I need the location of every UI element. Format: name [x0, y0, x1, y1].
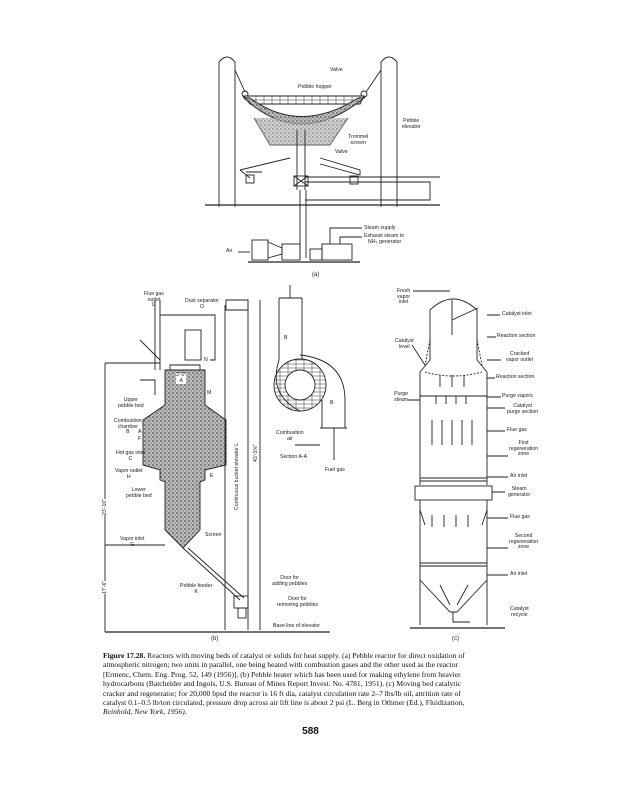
label-section-b1: B: [284, 335, 288, 341]
figure-a-sublabel: (a): [312, 272, 320, 278]
label-bucket-elevator: Continuous bucket elevator L: [234, 442, 240, 510]
label-flue-gas-1: Flue gas: [507, 427, 527, 433]
label-f: F: [138, 436, 142, 442]
label-steam-supply: Steam supply: [364, 225, 396, 231]
label-dimension-a: 3'-0"A: [176, 372, 187, 385]
label-reaction-section-2: Reaction section: [496, 374, 535, 380]
caption-line: catalyst 0.1–0.5 lb/ton circulated, pres…: [103, 698, 465, 708]
figure-a-pebble-reactor: [205, 56, 440, 263]
label-n: N: [204, 357, 208, 363]
label-purge-vapors: Purge vapors: [502, 393, 533, 399]
label-flue-gas-2: Flue gas: [510, 514, 530, 520]
caption-line: Figure 17.28. Reactors with moving beds …: [103, 651, 465, 660]
label-section-a: A: [138, 429, 142, 435]
caption-line: atmospheric nitrogen; two units in paral…: [103, 660, 458, 670]
label-e: E: [210, 473, 214, 479]
figure-number: Figure 17.28.: [103, 651, 146, 660]
label-fuel-gas: Fuel gas: [325, 467, 345, 473]
label-catalyst-inlet: Catalyst inlet: [502, 311, 532, 317]
label-air-inlet-1: Air inlet: [510, 473, 528, 479]
caption-line: Reinhold, New York, 1956).: [103, 707, 187, 717]
label-dim-upper: 23'-10": [102, 498, 108, 515]
label-screen: Screen: [205, 532, 222, 538]
figure-c-sublabel: (c): [452, 636, 459, 642]
page-number: 588: [302, 726, 319, 737]
figure-b-pebble-heater: [104, 285, 347, 633]
caption-line: [Ermenc, Chem. Eng. Prog. 52, 149 (1956)…: [103, 669, 461, 679]
label-section-b2: B: [330, 400, 334, 406]
label-base-line: Base line of elevator: [273, 623, 321, 629]
caption-line: cracker and regenerator; for 20,000 bpsd…: [103, 688, 461, 698]
label-pebble-hopper: Pebble hopper: [298, 84, 332, 90]
label-air: Air: [226, 248, 233, 254]
label-section-aa: Section A-A: [280, 454, 308, 460]
label-dim-total: 43'-3⅝": [253, 444, 259, 462]
figure-c-moving-bed-cracker: [408, 290, 508, 629]
caption-line: hydrocarbons (Batchelder and Ingols, U.S…: [103, 679, 461, 689]
label-reaction-section-1: Reaction section: [497, 333, 536, 339]
figure-caption: Figure 17.28. Reactors with moving beds …: [103, 651, 539, 717]
label-air-inlet-2: Air inlet: [510, 571, 528, 577]
label-valve-bottom: Valve: [335, 149, 348, 155]
label-m: M: [207, 390, 212, 396]
figure-b-sublabel: (b): [211, 636, 219, 642]
label-valve-top: Valve: [330, 67, 343, 73]
label-dim-lower: 17'-6": [102, 580, 108, 594]
